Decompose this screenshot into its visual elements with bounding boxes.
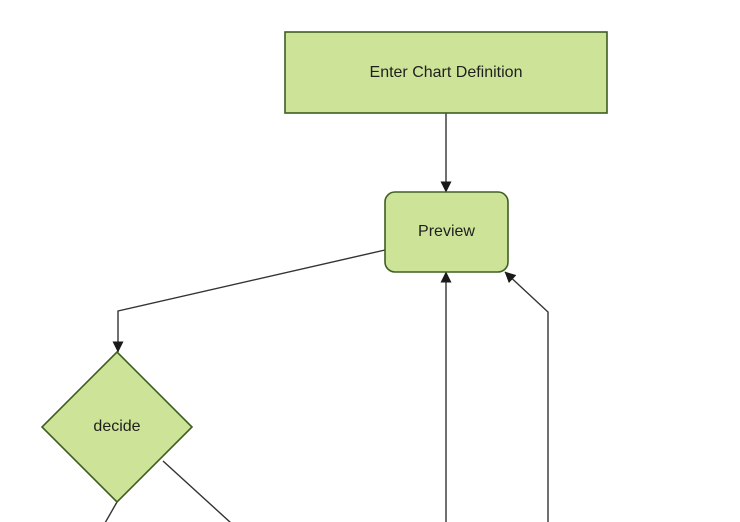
node-decide [40,350,194,504]
node-enter-chart-definition [284,31,608,114]
node-preview [384,191,509,273]
edge-decide-to-offscreen-left [104,501,118,522]
edge-offscreen-to-preview-corner [504,271,549,522]
edge-preview-to-decide [112,249,386,353]
edge-decide-to-offscreen-right [162,460,231,522]
